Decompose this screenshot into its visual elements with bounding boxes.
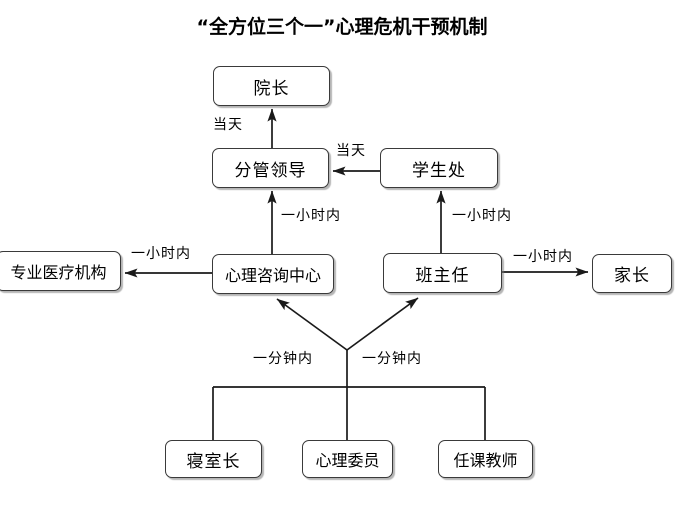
edge-label-counseling-to-hospital: 一小时内 [131, 246, 191, 262]
node-dorm-head[interactable]: 寝室长 [165, 440, 262, 478]
edge-label-reporters-to-headteacher: 一分钟内 [362, 351, 422, 367]
node-president[interactable]: 院长 [213, 66, 330, 106]
node-student-affairs-office[interactable]: 学生处 [380, 148, 498, 188]
edge-label-reporters-to-counseling: 一分钟内 [253, 351, 313, 367]
node-supervising-leader[interactable]: 分管领导 [212, 148, 329, 188]
page-title: “全方位三个一”心理危机干预机制 [196, 16, 488, 38]
node-subject-teacher[interactable]: 任课教师 [438, 440, 533, 478]
node-head-teacher[interactable]: 班主任 [383, 253, 502, 293]
node-psychological-counseling-center[interactable]: 心理咨询中心 [212, 254, 334, 294]
edge-reporters-to-headteacher [346, 297, 419, 351]
edge-label-studentaffairs-to-leader: 当天 [336, 143, 366, 159]
edge-label-counseling-to-leader: 一小时内 [281, 208, 341, 224]
node-parent[interactable]: 家长 [592, 254, 672, 293]
edge-label-headteacher-to-parent: 一小时内 [513, 249, 573, 265]
edge-label-headteacher-to-studentaffairs: 一小时内 [452, 208, 512, 224]
edge-label-leader-to-president: 当天 [213, 117, 243, 133]
edge-reporters-to-counseling [276, 298, 348, 351]
node-professional-medical-institution[interactable]: 专业医疗机构 [0, 251, 121, 291]
node-psychology-committee-member[interactable]: 心理委员 [302, 440, 393, 478]
